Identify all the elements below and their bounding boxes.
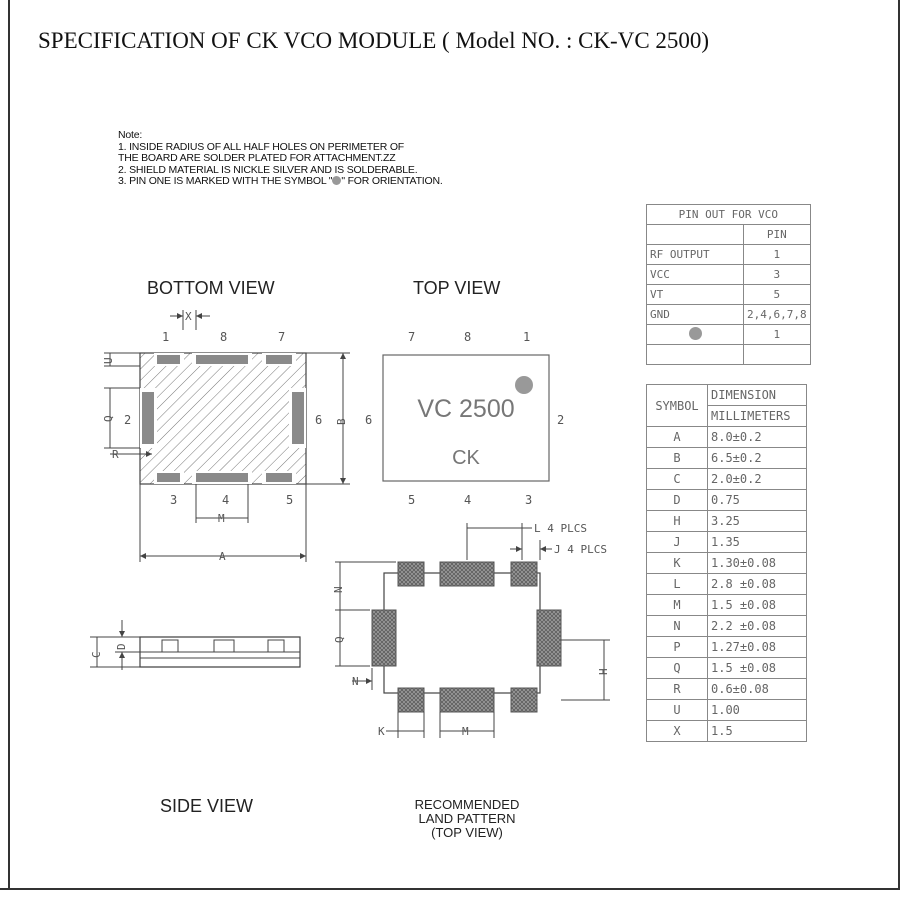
bv-pin-1: 1: [162, 330, 169, 344]
lp-dim-n: N: [332, 586, 345, 593]
bottom-top-pads: [154, 353, 296, 366]
top-view-drawing: VC 2500 CK 7 8 1 5 4 3 6 2: [365, 330, 564, 507]
dim-dimension-header: DIMENSION: [707, 384, 807, 406]
bv-dim-x: X: [185, 310, 192, 323]
sv-dim-c: C: [90, 651, 103, 658]
land-pad: [510, 561, 538, 587]
lp-dim-k: K: [378, 725, 385, 738]
land-pad: [439, 561, 495, 587]
top-marking-model: VC 2500: [417, 395, 514, 423]
land-pattern-drawing: L 4 PLCS J 4 PLCS N Q N K M H: [332, 522, 610, 738]
bv-dim-u: U: [102, 357, 115, 364]
tv-pin-7: 7: [408, 330, 415, 344]
top-view-label: TOP VIEW: [413, 278, 501, 298]
bv-pin-4: 4: [222, 493, 229, 507]
side-view-drawing: C D: [90, 620, 301, 670]
bv-dim-r: R: [112, 448, 119, 461]
dim-symbol-header: SYMBOL: [646, 384, 708, 427]
bottom-rule: [0, 888, 900, 890]
bv-pin-7: 7: [278, 330, 285, 344]
tv-pin-5: 5: [408, 493, 415, 507]
lp-dim-n2: N: [352, 675, 359, 688]
bv-pin-2: 2: [124, 413, 131, 427]
note-line-2: THE BOARD ARE SOLDER PLATED FOR ATTACHME…: [118, 152, 396, 164]
bottom-side-pads: [140, 388, 306, 448]
bv-dim-q: Q: [102, 415, 115, 422]
tv-pin-8: 8: [464, 330, 471, 344]
bv-pin-8: 8: [220, 330, 227, 344]
pin-one-marker-icon: [515, 376, 533, 394]
note-line-4: 3. PIN ONE IS MARKED WITH THE SYMBOL "" …: [118, 175, 443, 187]
bottom-view-drawing: 1 8 7 3 4 5 2 6 X U Q R B M: [102, 310, 350, 563]
tv-pin-4: 4: [464, 493, 471, 507]
page-title: SPECIFICATION OF CK VCO MODULE ( Model N…: [38, 28, 710, 53]
pinout-pin-header: PIN: [743, 224, 811, 245]
bv-dim-m: M: [218, 512, 225, 525]
note-line-1: 1. INSIDE RADIUS OF ALL HALF HOLES ON PE…: [118, 140, 405, 153]
bottom-view-label: BOTTOM VIEW: [147, 278, 275, 298]
lp-dim-l: L 4 PLCS: [534, 522, 587, 535]
sv-dim-d: D: [115, 643, 128, 650]
lp-dim-m: M: [462, 725, 469, 738]
module-body-bottom: [139, 352, 307, 485]
land-pad: [439, 687, 495, 713]
note-line-3: 2. SHIELD MATERIAL IS NICKLE SILVER AND …: [118, 163, 418, 176]
bv-pin-5: 5: [286, 493, 293, 507]
lp-dim-j: J 4 PLCS: [554, 543, 607, 556]
tv-pin-1: 1: [523, 330, 530, 344]
top-marking-brand: CK: [452, 447, 480, 469]
land-pad: [371, 609, 397, 667]
bottom-bottom-pads: [154, 471, 296, 484]
land-pad: [536, 609, 562, 667]
land-pad: [397, 687, 425, 713]
lp-dim-h: H: [597, 668, 610, 675]
table-row: 1: [646, 324, 811, 345]
pinout-title: PIN OUT FOR VCO: [646, 204, 811, 225]
document-frame: [8, 0, 900, 888]
pin-one-marker-icon: [332, 176, 342, 185]
side-view-label: SIDE VIEW: [160, 796, 254, 816]
module-body-top: [382, 354, 550, 482]
tv-pin-6: 6: [365, 413, 372, 427]
bv-pin-3: 3: [170, 493, 177, 507]
notes-block: Note: 1. INSIDE RADIUS OF ALL HALF HOLES…: [118, 129, 443, 188]
bv-pin-6: 6: [315, 413, 322, 427]
land-pad: [510, 687, 538, 713]
bv-dim-a: A: [219, 550, 226, 563]
tv-pin-2: 2: [557, 413, 564, 427]
land-pad: [397, 561, 425, 587]
notes-heading: Note:: [118, 129, 143, 141]
tv-pin-3: 3: [525, 493, 532, 507]
bv-dim-b: B: [335, 418, 348, 425]
dim-unit-header: MILLIMETERS: [707, 405, 807, 427]
pin-one-marker-icon: [688, 327, 702, 340]
lp-dim-q: Q: [333, 636, 346, 643]
land-pattern-label: RECOMMENDED LAND PATTERN (TOP VIEW): [414, 797, 520, 840]
